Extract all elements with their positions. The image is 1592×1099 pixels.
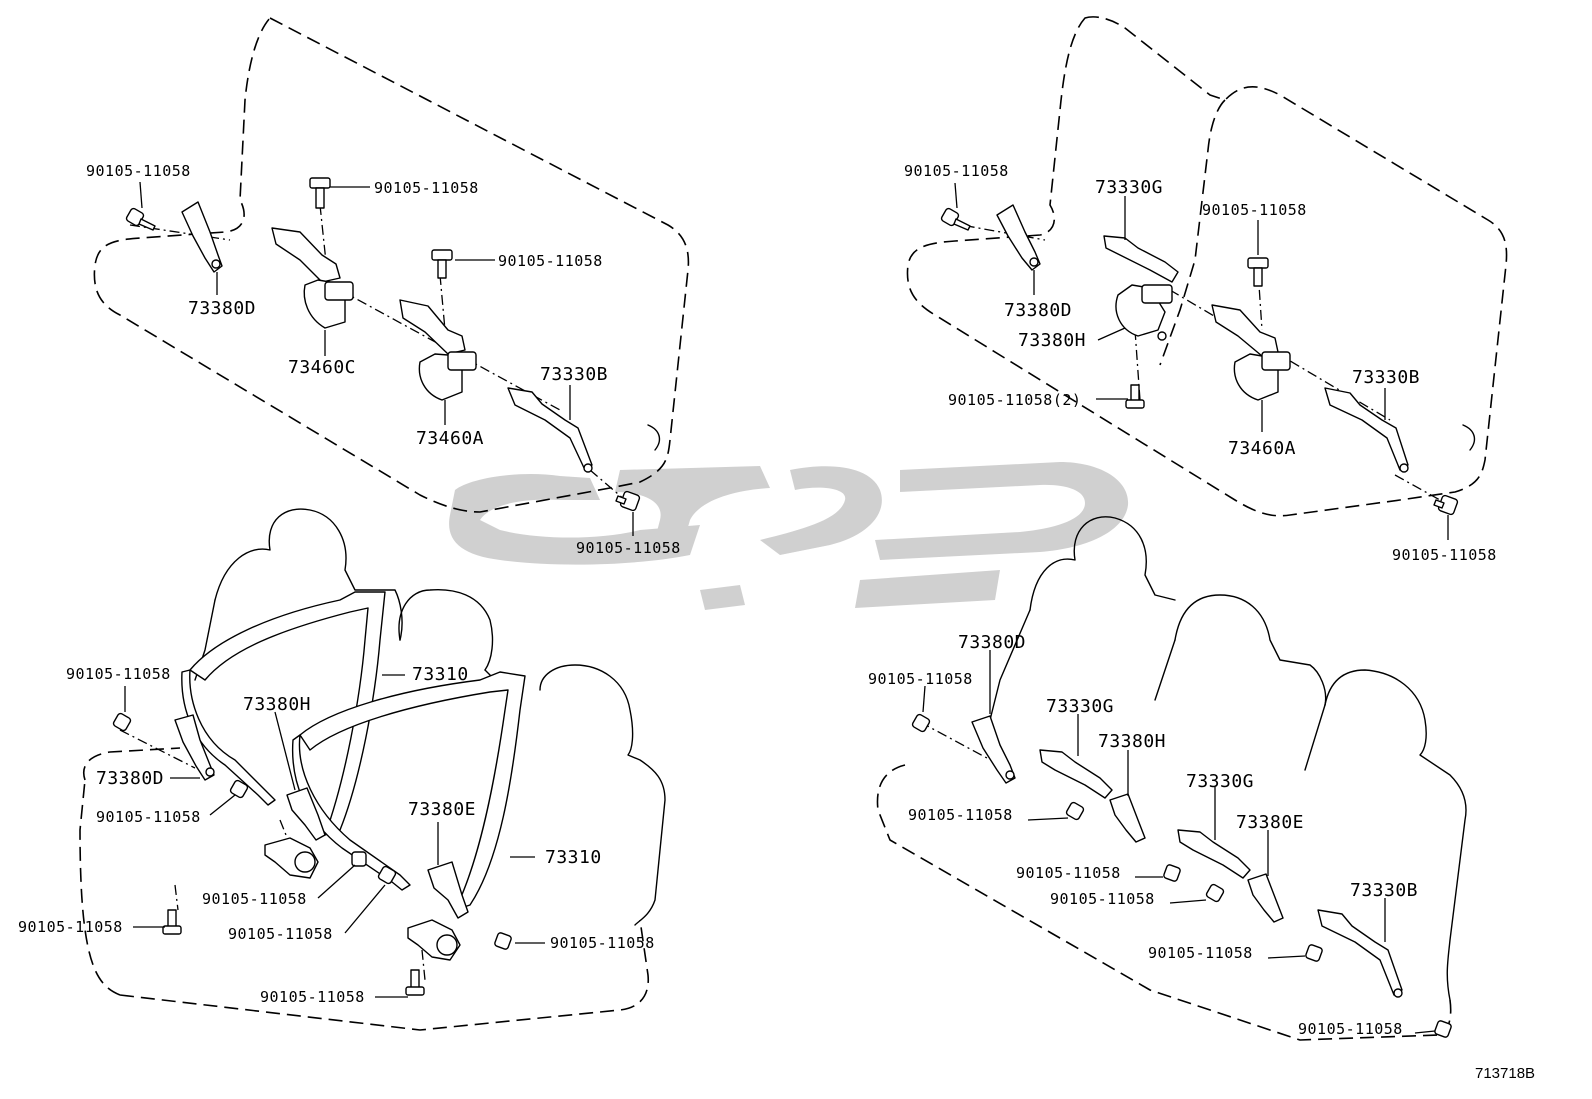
part-label: 73460A bbox=[1228, 438, 1296, 459]
top-right-group: 90105-11058 73330G 90105-11058 73380D 73… bbox=[904, 16, 1508, 564]
bolt-icon bbox=[377, 865, 397, 885]
part-label: 90105-11058 bbox=[1016, 864, 1121, 882]
retractor-icon bbox=[264, 837, 319, 879]
watermark-logo bbox=[449, 462, 1129, 610]
seatback-outline-bottom-left bbox=[79, 747, 649, 1031]
belt-icon bbox=[1177, 829, 1251, 879]
part-label: 90105-11058(2) bbox=[948, 391, 1081, 409]
seat-cushion-outline-top-right bbox=[906, 16, 1508, 517]
part-label: 90105-11058 bbox=[96, 808, 201, 826]
part-label: 73330B bbox=[540, 364, 608, 385]
buckle-icon bbox=[1247, 873, 1284, 923]
bolt-icon bbox=[1125, 384, 1145, 409]
retractor-icon bbox=[407, 919, 461, 961]
top-left-group: 90105-11058 90105-11058 90105-11058 7338… bbox=[86, 17, 690, 557]
buckle-icon bbox=[174, 714, 215, 781]
part-label: 73380D bbox=[958, 632, 1026, 653]
bolt-icon bbox=[1205, 883, 1225, 903]
part-label: 73460A bbox=[416, 428, 484, 449]
buckle-icon bbox=[1211, 304, 1291, 401]
bolt-icon bbox=[494, 932, 512, 950]
bolt-icon bbox=[112, 712, 132, 732]
part-label: 73380E bbox=[1236, 812, 1304, 833]
bolt-icon bbox=[1163, 864, 1181, 882]
belt-icon bbox=[1317, 909, 1403, 998]
part-label: 90105-11058 bbox=[1050, 890, 1155, 908]
buckle-icon bbox=[399, 299, 477, 401]
bolt-icon bbox=[229, 779, 249, 799]
belt-icon bbox=[1103, 235, 1179, 283]
part-label: 73380H bbox=[1098, 731, 1166, 752]
part-label: 73310 bbox=[545, 847, 602, 868]
seat-cushion-outline-top-left bbox=[93, 17, 690, 513]
buckle-icon bbox=[271, 227, 354, 329]
part-label: 73380H bbox=[1018, 330, 1086, 351]
part-label: 90105-11058 bbox=[228, 925, 333, 943]
bolt-icon bbox=[309, 177, 331, 209]
part-label: 90105-11058 bbox=[550, 934, 655, 952]
part-label: 90105-11058 bbox=[1148, 944, 1253, 962]
diagram-code: 713718B bbox=[1475, 1065, 1535, 1082]
bolt-icon bbox=[1065, 801, 1085, 821]
part-label: 73330B bbox=[1350, 880, 1418, 901]
part-label: 73330G bbox=[1095, 177, 1163, 198]
part-label: 90105-11058 bbox=[1298, 1020, 1403, 1038]
buckle-icon bbox=[181, 201, 223, 273]
part-label: 90105-11058 bbox=[1392, 546, 1497, 564]
part-label: 90105-11058 bbox=[908, 806, 1013, 824]
bottom-right-group: 73380D 90105-11058 73330G 73380H 73330G … bbox=[868, 516, 1467, 1041]
part-label: 90105-11058 bbox=[66, 665, 171, 683]
bolt-icon bbox=[1305, 944, 1323, 962]
bottom-left-group: 90105-11058 73380H 73310 73380D 90105-11… bbox=[18, 508, 666, 1031]
part-label: 73380D bbox=[1004, 300, 1072, 321]
part-label: 73380D bbox=[188, 298, 256, 319]
buckle-icon bbox=[1109, 793, 1146, 843]
bolt-icon bbox=[1247, 257, 1269, 287]
part-label: 73460C bbox=[288, 357, 356, 378]
part-label: 90105-11058 bbox=[374, 179, 479, 197]
buckle-icon bbox=[427, 861, 469, 919]
bolt-icon bbox=[431, 249, 453, 279]
buckle-icon bbox=[1115, 284, 1173, 341]
bolt-icon bbox=[911, 713, 931, 733]
bolt-icon bbox=[1434, 1020, 1452, 1038]
bolt-icon bbox=[1433, 494, 1459, 516]
buckle-icon bbox=[286, 787, 326, 841]
part-label: 90105-11058 bbox=[18, 918, 123, 936]
part-label: 73330B bbox=[1352, 367, 1420, 388]
bolt-icon bbox=[162, 909, 182, 935]
part-label: 73380D bbox=[96, 768, 164, 789]
part-label: 90105-11058 bbox=[1202, 201, 1307, 219]
bolt-icon bbox=[405, 969, 425, 996]
buckle-icon bbox=[996, 204, 1041, 271]
part-label: 73380E bbox=[408, 799, 476, 820]
bolt-icon bbox=[125, 207, 156, 231]
part-label: 90105-11058 bbox=[868, 670, 973, 688]
part-label: 90105-11058 bbox=[260, 988, 365, 1006]
part-label: 73330G bbox=[1186, 771, 1254, 792]
seatback-outline-bottom-right bbox=[876, 764, 1452, 1041]
bolt-icon bbox=[940, 207, 971, 231]
bolt-icon bbox=[351, 851, 367, 867]
belt-icon bbox=[1039, 749, 1113, 799]
part-label: 73380H bbox=[243, 694, 311, 715]
buckle-icon bbox=[971, 715, 1016, 784]
part-label: 73310 bbox=[412, 664, 469, 685]
part-label: 73330G bbox=[1046, 696, 1114, 717]
part-label: 90105-11058 bbox=[904, 162, 1009, 180]
part-label: 90105-11058 bbox=[576, 539, 681, 557]
part-label: 90105-11058 bbox=[86, 162, 191, 180]
belt-icon bbox=[1324, 387, 1409, 473]
part-label: 90105-11058 bbox=[498, 252, 603, 270]
bolt-icon bbox=[615, 490, 641, 512]
part-label: 90105-11058 bbox=[202, 890, 307, 908]
belt-icon bbox=[507, 387, 593, 473]
